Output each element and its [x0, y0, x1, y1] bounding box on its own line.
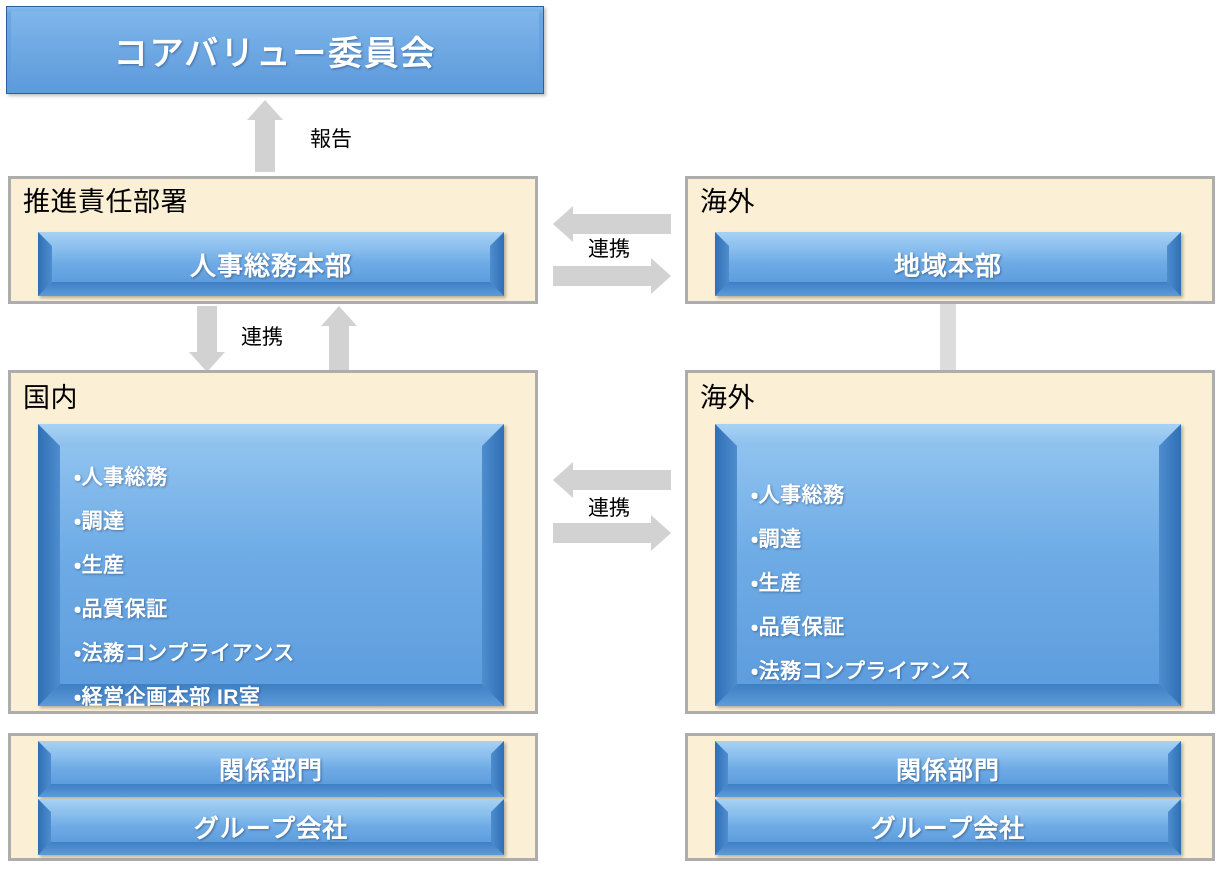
overseas-functions-box[interactable]: ・人事総務 ・調達 ・生産 ・品質保証 ・法務コンプライアンス: [715, 424, 1181, 706]
bevel-facet-right: [1159, 424, 1181, 706]
core-value-committee-inner: コアバリュー委員会: [11, 11, 539, 89]
bevel-core: [728, 812, 1168, 842]
related-departments-label-right: 関係部門: [895, 757, 1000, 785]
arrow-shaft: [255, 119, 275, 172]
bevel-core: [728, 754, 1168, 784]
collaboration-arrow-up-left: [321, 306, 357, 372]
arrow-shaft: [197, 306, 217, 353]
overseas-regional-group-label: 海外: [700, 187, 755, 217]
list-item: ・品質保証: [751, 616, 845, 639]
arrow-shaft: [553, 266, 652, 286]
report-arrow-up: [247, 100, 283, 172]
list-item: ・法務コンプライアンス: [74, 642, 295, 665]
domestic-functions-box[interactable]: ・人事総務 ・調達 ・生産 ・品質保証 ・法務コンプライアンス ・経営企画本部 …: [38, 424, 504, 706]
list-item: ・法務コンプライアンス: [751, 660, 972, 683]
arrow-head-icon: [321, 306, 357, 326]
arrow-shaft: [329, 325, 349, 372]
arrow-head-icon: [553, 206, 573, 242]
bevel-core: [737, 446, 1159, 684]
list-item: ・経営企画本部 IR室: [74, 686, 261, 706]
list-item: ・調達: [751, 528, 802, 551]
core-value-committee-label: コアバリュー委員会: [113, 34, 437, 73]
collaboration-label-top: 連携: [588, 238, 630, 261]
list-item: ・生産: [74, 554, 125, 577]
group-companies-box-right[interactable]: グループ会社: [715, 799, 1181, 855]
collaboration-arrow-right-top: [553, 258, 671, 294]
hr-general-affairs-hq-label: 人事総務本部: [189, 250, 352, 281]
bevel-core: [729, 246, 1167, 282]
related-departments-box-left[interactable]: 関係部門: [38, 741, 504, 797]
bevel-facet-left: [38, 424, 60, 706]
bevel-facet-top: [38, 424, 504, 446]
collaboration-label-left-vertical: 連携: [241, 326, 283, 349]
hr-general-affairs-hq-box[interactable]: 人事総務本部: [38, 232, 504, 296]
arrow-head-icon: [651, 515, 671, 551]
regional-hq-box[interactable]: 地域本部: [715, 232, 1181, 296]
arrow-head-icon: [553, 462, 573, 498]
collaboration-arrow-left-top: [553, 206, 671, 242]
arrow-shaft: [572, 214, 671, 234]
list-item: ・人事総務: [74, 466, 168, 489]
overseas-function-list: ・人事総務 ・調達 ・生産 ・品質保証 ・法務コンプライアンス: [751, 474, 972, 694]
list-item: ・人事総務: [751, 484, 845, 507]
list-item: ・品質保証: [74, 598, 168, 621]
arrow-head-icon: [247, 100, 283, 120]
list-item: ・調達: [74, 510, 125, 533]
overseas-vertical-connector: [940, 304, 956, 374]
related-departments-box-right[interactable]: 関係部門: [715, 741, 1181, 797]
domestic-group-label: 国内: [23, 383, 78, 413]
report-connector-label: 報告: [310, 128, 352, 151]
collaboration-arrow-right-middle: [553, 515, 671, 551]
arrow-shaft: [572, 470, 671, 490]
bevel-core: [52, 246, 490, 282]
promotion-group-label: 推進責任部署: [23, 187, 188, 217]
bevel-core: [60, 446, 482, 684]
arrow-head-icon: [651, 258, 671, 294]
collaboration-label-middle: 連携: [588, 497, 630, 520]
bevel-facet-top: [715, 424, 1181, 446]
bevel-core: [51, 812, 491, 842]
collaboration-arrow-left-middle: [553, 462, 671, 498]
regional-hq-label: 地域本部: [893, 250, 1002, 281]
related-departments-label-left: 関係部門: [218, 757, 323, 785]
collaboration-arrow-down-left: [189, 306, 225, 372]
bevel-facet-left: [715, 424, 737, 706]
core-value-committee-box[interactable]: コアバリュー委員会: [6, 6, 544, 94]
overseas-group-label: 海外: [700, 383, 755, 413]
group-companies-label-left: グループ会社: [193, 815, 349, 843]
arrow-head-icon: [189, 352, 225, 372]
arrow-shaft: [553, 523, 652, 543]
domestic-function-list: ・人事総務 ・調達 ・生産 ・品質保証 ・法務コンプライアンス ・経営企画本部 …: [74, 456, 295, 706]
group-companies-box-left[interactable]: グループ会社: [38, 799, 504, 855]
bevel-core: [51, 754, 491, 784]
list-item: ・生産: [751, 572, 802, 595]
bevel-facet-right: [482, 424, 504, 706]
group-companies-label-right: グループ会社: [870, 815, 1026, 843]
